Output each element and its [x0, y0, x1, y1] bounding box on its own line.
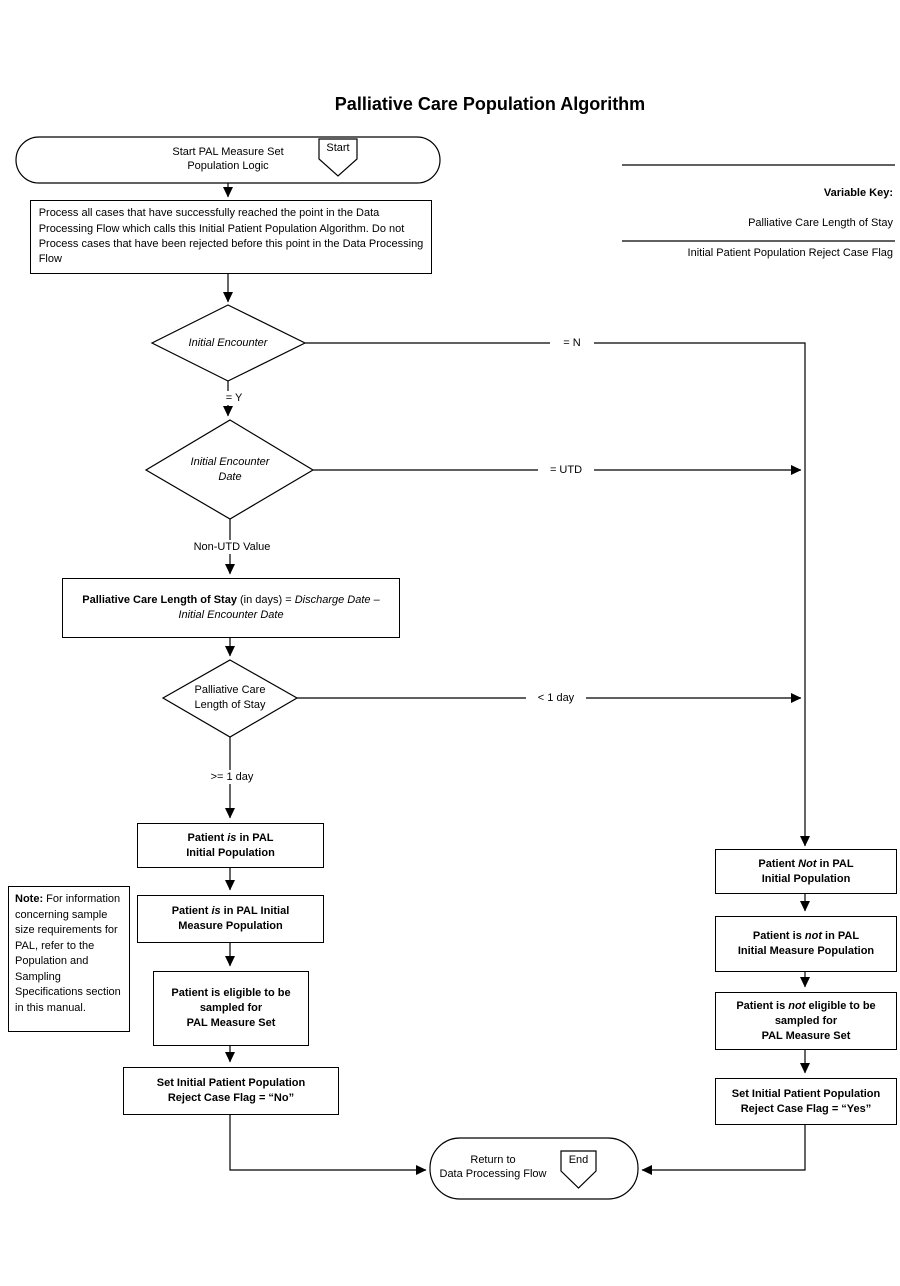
- page-title: Palliative Care Population Algorithm: [334, 94, 646, 114]
- decision-pclos: Palliative Care Length of Stay: [194, 684, 266, 711]
- patient-not-eligible-sampled-box: Patient is not eligible to be sampled fo…: [715, 992, 897, 1050]
- start-badge-label: Start: [326, 142, 350, 154]
- reject-case-flag-no-text: Set Initial Patient Population Reject Ca…: [156, 1077, 306, 1104]
- patient-in-pal-initial-population-box: Patient is in PAL Initial Population: [137, 823, 324, 868]
- patient-eligible-sampled-text: Patient is eligible to be sampled for PA…: [171, 987, 291, 1029]
- patient-eligible-sampled-box: Patient is eligible to be sampled for PA…: [153, 971, 309, 1046]
- edge-label-gte-1-day: >= 1 day: [185, 770, 279, 784]
- process-all-cases-box: Process all cases that have successfully…: [30, 200, 432, 274]
- variable-key-item: Palliative Care Length of Stay: [748, 217, 893, 229]
- pclos-formula-text: Palliative Care Length of Stay (in days)…: [82, 594, 380, 621]
- patient-in-pal-initial-population-text: Patient is in PAL Initial Population: [186, 831, 275, 859]
- start-node-label: Start PAL Measure Set Population Logic: [172, 146, 284, 172]
- patient-not-in-pal-initial-population-box: Patient Not in PAL Initial Population: [715, 849, 897, 894]
- decision-initial-encounter-date: Initial Encounter Date: [190, 456, 270, 483]
- patient-in-pal-initial-measure-population-box: Patient is in PAL Initial Measure Popula…: [137, 895, 324, 943]
- reject-case-flag-yes-text: Set Initial Patient Population Reject Ca…: [731, 1087, 881, 1115]
- reject-case-flag-yes-box: Set Initial Patient Population Reject Ca…: [715, 1078, 897, 1125]
- pclos-formula-box: Palliative Care Length of Stay (in days)…: [62, 578, 400, 638]
- edge-label-non-utd: Non-UTD Value: [160, 540, 304, 554]
- patient-not-in-pal-initial-measure-population-text: Patient is not in PAL Initial Measure Po…: [737, 930, 875, 957]
- patient-in-pal-initial-measure-population-text: Patient is in PAL Initial Measure Popula…: [171, 905, 290, 932]
- patient-not-in-pal-initial-measure-population-box: Patient is not in PAL Initial Measure Po…: [715, 916, 897, 972]
- sampling-note-box: Note: For information concerning sample …: [8, 886, 130, 1032]
- reject-case-flag-no-box: Set Initial Patient Population Reject Ca…: [123, 1067, 339, 1115]
- edge-label-utd: = UTD: [538, 463, 594, 477]
- patient-not-in-pal-initial-population-text: Patient Not in PAL Initial Population: [758, 857, 854, 885]
- sampling-note-text: Note: For information concerning sample …: [15, 893, 121, 1014]
- edge-label-n: = N: [550, 336, 594, 350]
- variable-key-heading: Variable Key:: [823, 187, 893, 199]
- end-badge-label: End: [568, 1154, 589, 1166]
- variable-key: Variable Key: Palliative Care Length of …: [495, 171, 893, 276]
- patient-not-eligible-sampled-text: Patient is not eligible to be sampled fo…: [736, 999, 876, 1042]
- variable-key-item: Initial Patient Population Reject Case F…: [687, 247, 893, 259]
- end-node-label: Return to Data Processing Flow: [439, 1154, 547, 1180]
- edge-label-lt-1-day: < 1 day: [526, 691, 586, 705]
- decision-initial-encounter: Initial Encounter: [188, 337, 268, 349]
- edge-label-y: = Y: [212, 391, 256, 405]
- process-all-cases-text: Process all cases that have successfully…: [38, 207, 424, 266]
